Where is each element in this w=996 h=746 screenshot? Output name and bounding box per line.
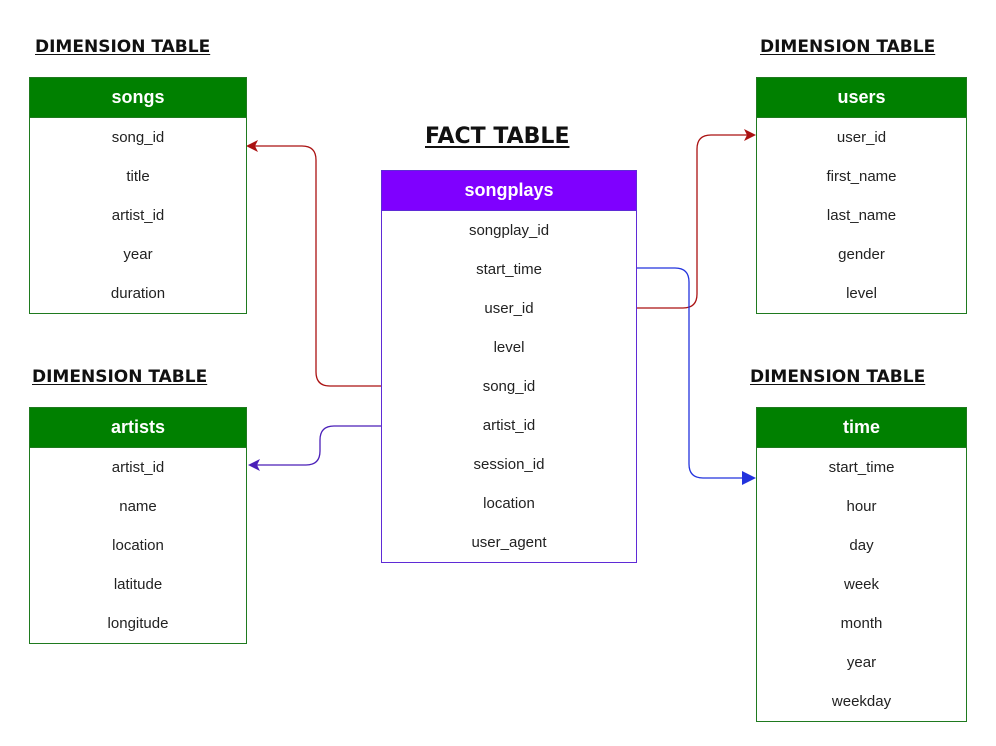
songs-caption: DIMENSION TABLE	[35, 37, 211, 57]
field-row: song_id	[482, 378, 536, 395]
field-row: weekday	[831, 693, 892, 710]
field-row: user_id	[484, 300, 534, 317]
field-row: user_id	[836, 129, 887, 146]
field-row: longitude	[107, 615, 169, 632]
field-row: location	[112, 537, 164, 554]
table-header: songplays	[382, 171, 636, 211]
field-row: artist_id	[111, 207, 165, 224]
table-header: time	[757, 408, 966, 448]
songplays-table: songplays songplay_id start_time user_id…	[381, 170, 637, 563]
field-row: name	[119, 498, 157, 515]
table-header: users	[757, 78, 966, 118]
field-row: year	[123, 246, 153, 263]
link-song-id	[246, 140, 381, 387]
fact-caption: FACT TABLE	[425, 124, 570, 149]
field-row: artist_id	[482, 417, 536, 434]
link-artist-id	[248, 425, 381, 471]
field-row: week	[843, 576, 880, 593]
field-row: location	[483, 495, 535, 512]
link-start-time	[637, 267, 756, 485]
field-row: first_name	[826, 168, 897, 185]
time-caption: DIMENSION TABLE	[750, 367, 926, 387]
table-header: songs	[30, 78, 246, 118]
field-row: songplay_id	[468, 222, 550, 239]
field-row: start_time	[476, 261, 542, 278]
time-table: time start_time hour day week month year…	[756, 407, 967, 722]
songs-table: songs song_id title artist_id year durat…	[29, 77, 247, 314]
field-row: artist_id	[111, 459, 165, 476]
table-header: artists	[30, 408, 246, 448]
field-row: year	[846, 654, 877, 671]
artists-caption: DIMENSION TABLE	[32, 367, 208, 387]
field-row: session_id	[473, 456, 545, 473]
field-row: title	[126, 168, 150, 185]
link-user-id	[637, 129, 756, 309]
users-table: users user_id first_name last_name gende…	[756, 77, 967, 314]
field-row: song_id	[111, 129, 165, 146]
field-row: duration	[110, 285, 166, 302]
users-caption: DIMENSION TABLE	[760, 37, 936, 57]
field-row: month	[840, 615, 883, 632]
field-row: gender	[838, 246, 885, 263]
field-row: start_time	[828, 459, 895, 476]
field-row: latitude	[113, 576, 163, 593]
field-row: user_agent	[471, 534, 547, 551]
field-row: last_name	[826, 207, 897, 224]
field-row: day	[849, 537, 874, 554]
field-row: hour	[846, 498, 877, 515]
field-row: level	[493, 339, 525, 356]
artists-table: artists artist_id name location latitude…	[29, 407, 247, 644]
field-row: level	[846, 285, 877, 302]
